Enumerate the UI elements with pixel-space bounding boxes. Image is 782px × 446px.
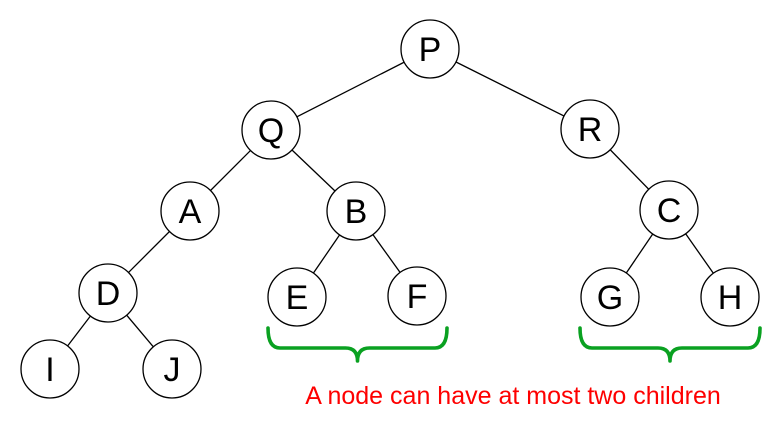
tree-node-circle-E xyxy=(267,267,327,327)
tree-node-circle-C xyxy=(639,180,699,240)
tree-node-circle-G xyxy=(580,267,640,327)
tree-node-label-P: P xyxy=(419,31,442,69)
tree-node-circle-Q xyxy=(241,100,301,160)
brace-under-E-F xyxy=(266,326,449,363)
tree-node-circle-R xyxy=(560,99,620,159)
brace-under-G-H xyxy=(578,326,762,363)
tree-node-D: D xyxy=(78,263,138,323)
tree-node-F: F xyxy=(387,266,447,326)
tree-node-label-R: R xyxy=(578,111,603,149)
tree-node-Q: Q xyxy=(241,100,301,160)
tree-node-label-F: F xyxy=(407,278,428,316)
tree-node-label-Q: Q xyxy=(258,112,284,150)
tree-node-B: B xyxy=(326,181,386,241)
tree-edge-P-R xyxy=(429,48,591,130)
tree-node-label-E: E xyxy=(286,279,309,317)
tree-node-label-B: B xyxy=(345,193,368,231)
tree-node-label-A: A xyxy=(179,193,202,231)
tree-node-label-H: H xyxy=(718,279,743,317)
tree-node-G: G xyxy=(580,267,640,327)
tree-node-circle-P xyxy=(400,19,460,79)
tree-node-circle-A xyxy=(160,181,220,241)
tree-node-J: J xyxy=(142,339,202,399)
tree-node-circle-F xyxy=(387,266,447,326)
tree-node-A: A xyxy=(160,181,220,241)
tree-node-label-I: I xyxy=(45,351,54,389)
tree-node-label-J: J xyxy=(164,351,181,389)
tree-node-P: P xyxy=(400,19,460,79)
tree-node-label-C: C xyxy=(657,192,682,230)
tree-node-I: I xyxy=(20,339,80,399)
tree-node-circle-D xyxy=(78,263,138,323)
tree-node-circle-I xyxy=(20,339,80,399)
tree-node-R: R xyxy=(560,99,620,159)
tree-node-E: E xyxy=(267,267,327,327)
caption-text: A node can have at most two children xyxy=(305,382,721,410)
tree-node-circle-J xyxy=(142,339,202,399)
tree-node-label-D: D xyxy=(96,275,121,313)
tree-edges xyxy=(49,48,731,370)
tree-node-circle-H xyxy=(700,267,760,327)
tree-node-circle-B xyxy=(326,181,386,241)
tree-node-C: C xyxy=(639,180,699,240)
tree-edge-P-Q xyxy=(270,48,431,131)
annotation-braces xyxy=(266,326,762,363)
tree-node-H: H xyxy=(700,267,760,327)
tree-nodes: P Q R A B C D E F G H I J xyxy=(20,19,760,399)
tree-node-label-G: G xyxy=(597,279,623,317)
